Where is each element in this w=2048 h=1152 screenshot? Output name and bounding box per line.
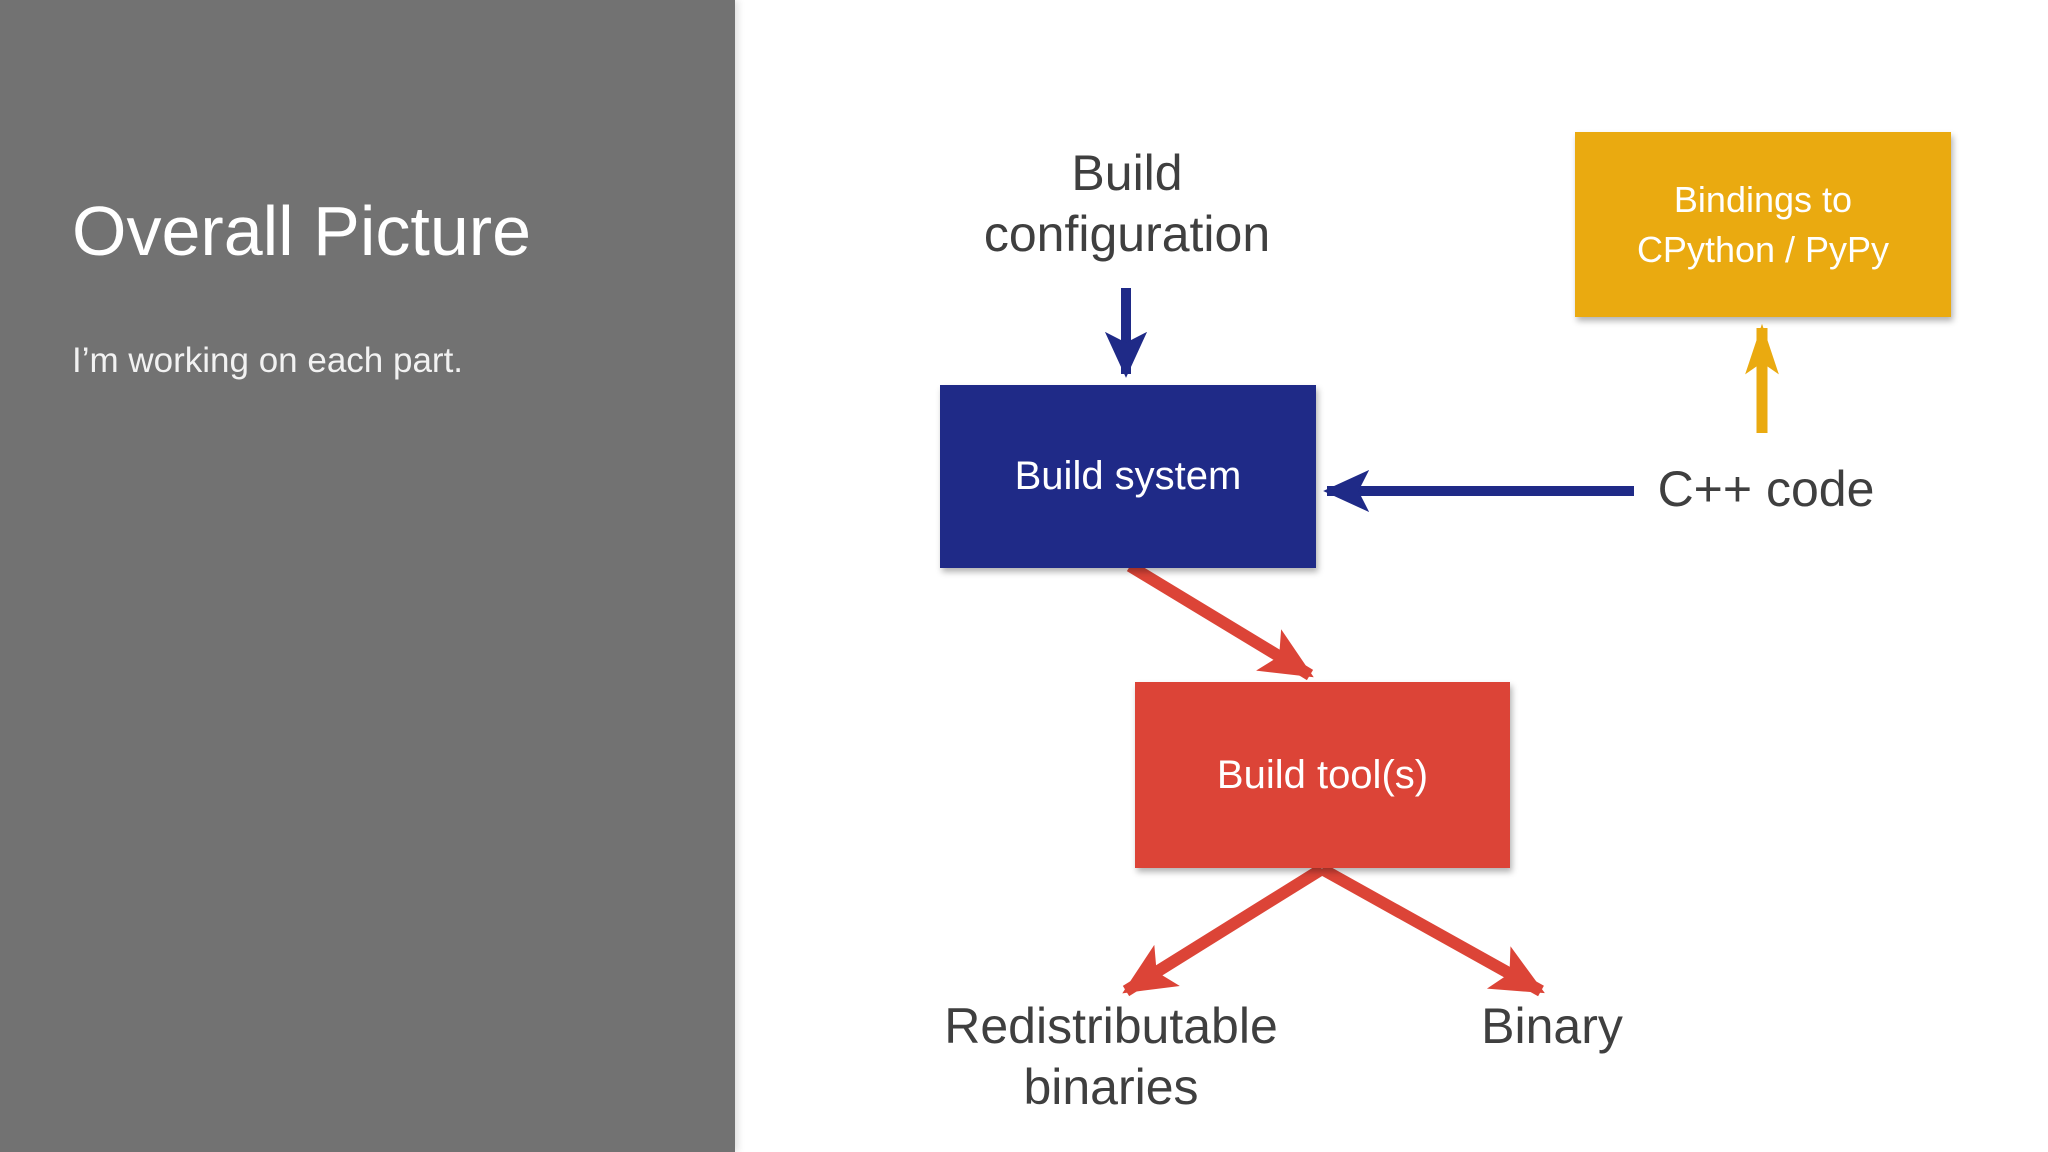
label-redistributable-binaries: Redistributable binaries bbox=[944, 998, 1278, 1115]
node-bindings-cpython-pypy: Bindings to CPython / PyPy bbox=[1575, 132, 1951, 317]
label-binary: Binary bbox=[1481, 998, 1623, 1054]
sidebar-panel: Overall Picture I’m working on each part… bbox=[0, 0, 735, 1152]
arrow-build-tools-to-redistributable-binaries bbox=[1122, 863, 1326, 997]
page-title: Overall Picture bbox=[72, 192, 532, 270]
arrow-build-system-to-build-tools bbox=[1126, 560, 1314, 681]
label-build-configuration: Build configuration bbox=[983, 145, 1271, 262]
node-build-tools: Build tool(s) bbox=[1135, 682, 1510, 868]
label-cpp-code: C++ code bbox=[1657, 461, 1875, 517]
arrow-build-tools-to-binary bbox=[1319, 863, 1545, 997]
page-subtitle: I’m working on each part. bbox=[72, 341, 464, 380]
node-build-system: Build system bbox=[940, 385, 1316, 568]
